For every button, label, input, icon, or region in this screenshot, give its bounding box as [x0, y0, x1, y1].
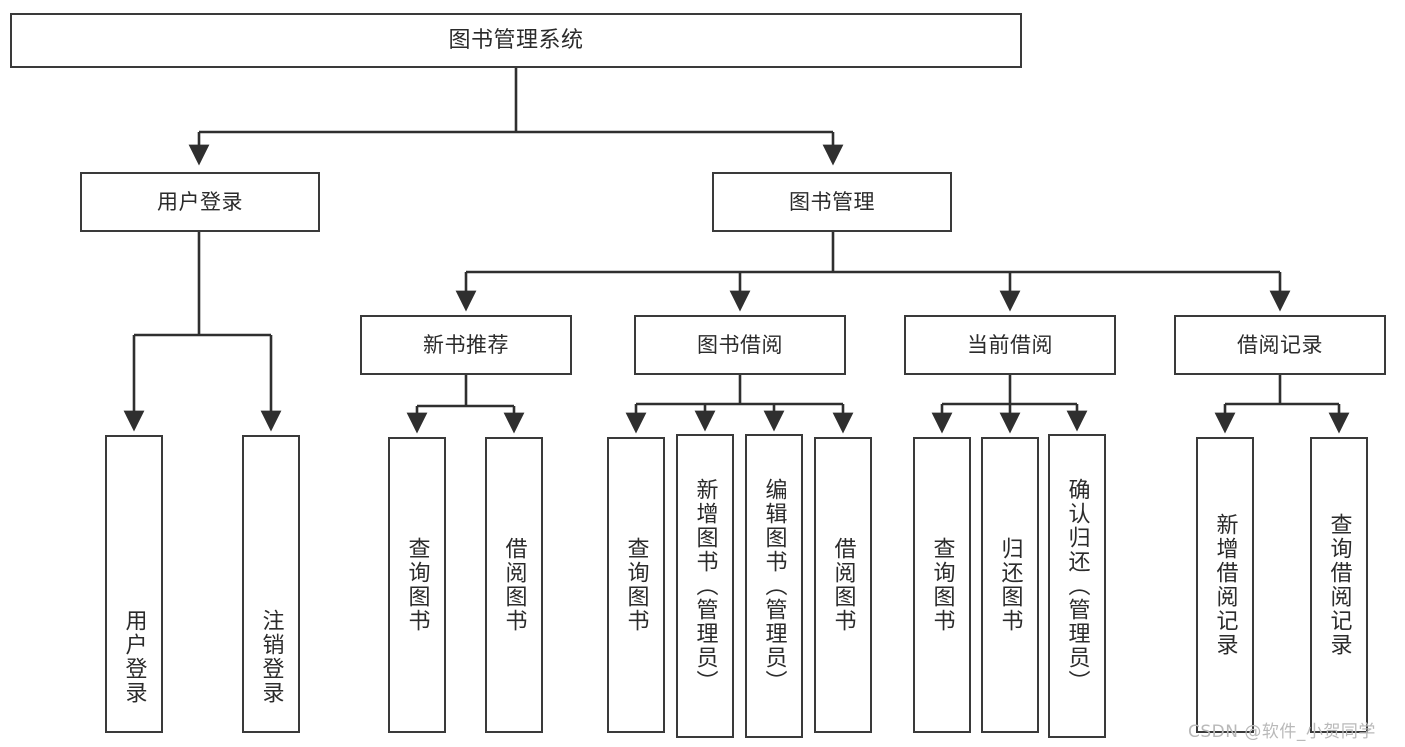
leaf-user-login-label: 用户登录 — [121, 609, 147, 705]
node-new-book-recommend-label: 新书推荐 — [423, 332, 509, 357]
leaf-user-login[interactable]: 用户登录 — [105, 435, 163, 733]
node-current-borrow[interactable]: 当前借阅 — [904, 315, 1116, 375]
leaf-br-query-record-label: 查询借阅记录 — [1326, 513, 1352, 657]
leaf-bb-add-book-admin[interactable]: 新增图书（管理员） — [676, 434, 734, 738]
node-book-borrow[interactable]: 图书借阅 — [634, 315, 846, 375]
leaf-bb-query-book-label: 查询图书 — [623, 537, 649, 633]
leaf-bb-query-book[interactable]: 查询图书 — [607, 437, 665, 733]
leaf-cb-return-book[interactable]: 归还图书 — [981, 437, 1039, 733]
leaf-nbr-query-book-label: 查询图书 — [404, 537, 430, 633]
node-new-book-recommend[interactable]: 新书推荐 — [360, 315, 572, 375]
node-borrow-record[interactable]: 借阅记录 — [1174, 315, 1386, 375]
node-user-login[interactable]: 用户登录 — [80, 172, 320, 232]
leaf-bb-borrow-book-label: 借阅图书 — [830, 537, 856, 633]
leaf-bb-edit-book-admin[interactable]: 编辑图书（管理员） — [745, 434, 803, 738]
leaf-nbr-borrow-book-label: 借阅图书 — [501, 537, 527, 633]
leaf-cb-return-book-label: 归还图书 — [997, 537, 1023, 633]
leaf-cb-query-book[interactable]: 查询图书 — [913, 437, 971, 733]
leaf-cb-confirm-return-admin[interactable]: 确认归还（管理员） — [1048, 434, 1106, 738]
node-current-borrow-label: 当前借阅 — [967, 332, 1053, 357]
leaf-br-add-record[interactable]: 新增借阅记录 — [1196, 437, 1254, 733]
node-book-management-label: 图书管理 — [789, 189, 875, 214]
node-user-login-label: 用户登录 — [157, 189, 243, 214]
node-book-borrow-label: 图书借阅 — [697, 332, 783, 357]
leaf-br-query-record[interactable]: 查询借阅记录 — [1310, 437, 1368, 733]
csdn-watermark: CSDN @软件_小贺同学 — [1188, 722, 1376, 742]
leaf-cb-query-book-label: 查询图书 — [929, 537, 955, 633]
leaf-bb-borrow-book[interactable]: 借阅图书 — [814, 437, 872, 733]
leaf-nbr-borrow-book[interactable]: 借阅图书 — [485, 437, 543, 733]
leaf-bb-add-book-admin-label: 新增图书（管理员） — [692, 478, 718, 694]
leaf-logout-label: 注销登录 — [258, 609, 284, 705]
leaf-bb-edit-book-admin-label: 编辑图书（管理员） — [761, 478, 787, 694]
leaf-logout[interactable]: 注销登录 — [242, 435, 300, 733]
leaf-cb-confirm-return-admin-label: 确认归还（管理员） — [1064, 478, 1090, 694]
leaf-br-add-record-label: 新增借阅记录 — [1212, 513, 1238, 657]
leaf-nbr-query-book[interactable]: 查询图书 — [388, 437, 446, 733]
node-root-label: 图书管理系统 — [448, 27, 584, 53]
node-borrow-record-label: 借阅记录 — [1237, 332, 1323, 357]
node-root[interactable]: 图书管理系统 — [10, 13, 1022, 68]
node-book-management[interactable]: 图书管理 — [712, 172, 952, 232]
